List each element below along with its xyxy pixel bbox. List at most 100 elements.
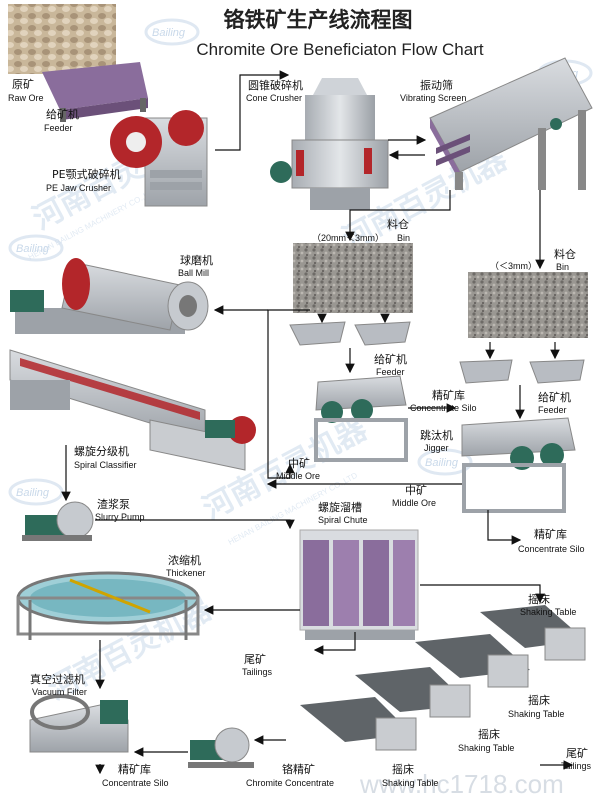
watermark-logo-1: Bailing bbox=[144, 18, 200, 46]
cone-crusher-en: Cone Crusher bbox=[246, 93, 302, 103]
concentrate-silo-1-zh: 精矿库 bbox=[432, 389, 465, 402]
concentrate-silo-1-en: Concentrate Silo bbox=[410, 403, 477, 413]
label-jaw-crusher: PE颚式破碎机 PE Jaw Crusher bbox=[46, 167, 121, 193]
title-zh: 铬铁矿生产线流程图 bbox=[224, 8, 413, 32]
bin-2-range: （＜3mm） bbox=[490, 261, 537, 271]
slurry-pump-en: Slurry Pump bbox=[95, 512, 145, 522]
shaking-table-4-zh: 摇床 bbox=[392, 762, 414, 776]
label-bin-2: 料仓 （＜3mm） Bin bbox=[490, 247, 576, 272]
bin-1-zh: 料仓 bbox=[387, 217, 409, 231]
label-spiral-classifier: 螺旋分级机 Spiral Classifier bbox=[74, 444, 137, 470]
shaking-table-1-en: Shaking Table bbox=[520, 607, 576, 617]
chrome-concentrate-en: Chromite Concentrate bbox=[246, 778, 334, 788]
ball-mill-zh: 球磨机 bbox=[180, 253, 213, 267]
shaking-table-1-zh: 摇床 bbox=[528, 592, 550, 606]
chrome-concentrate-zh: 铬精矿 bbox=[282, 762, 315, 776]
thickener-zh: 浓缩机 bbox=[168, 553, 201, 567]
vibrating-screen-machine bbox=[429, 57, 593, 190]
label-spiral-chute: 螺旋溜槽 Spiral Chute bbox=[318, 500, 368, 525]
shaking-table-2-en: Shaking Table bbox=[508, 709, 564, 719]
bin-1-gravel bbox=[293, 243, 413, 313]
label-shaking-table-1: 摇床 Shaking Table bbox=[520, 592, 576, 617]
label-slurry-pump: 渣浆泵 Slurry Pump bbox=[95, 497, 145, 522]
watermark-site: www.hc1718.com bbox=[359, 769, 564, 799]
label-middle-ore-2: 中矿 Middle Ore bbox=[392, 484, 436, 508]
feeder-3-en: Feeder bbox=[538, 405, 567, 415]
label-raw-ore: 原矿 Raw Ore bbox=[8, 78, 44, 103]
spiral-classifier-zh: 螺旋分级机 bbox=[74, 444, 129, 458]
label-tailings-2: 尾矿 Tailings bbox=[561, 747, 592, 771]
shaking-table-3-en: Shaking Table bbox=[458, 743, 514, 753]
feeder-3-zh: 给矿机 bbox=[538, 390, 571, 404]
tailings-2-en: Tailings bbox=[561, 761, 592, 771]
concentrate-silo-3-zh: 精矿库 bbox=[118, 763, 151, 776]
label-vibrating-screen: 振动筛 Vibrating Screen bbox=[400, 78, 466, 103]
spiral-chute-machine bbox=[299, 529, 419, 640]
watermark-logo-5: Bailing bbox=[417, 448, 473, 476]
label-shaking-table-3: 摇床 Shaking Table bbox=[458, 727, 514, 753]
thickener-machine bbox=[16, 571, 200, 640]
shaking-table-2-zh: 摇床 bbox=[528, 693, 550, 707]
spiral-chute-zh: 螺旋溜槽 bbox=[318, 500, 362, 514]
label-ball-mill: 球磨机 Ball Mill bbox=[178, 253, 213, 278]
tailings-2-zh: 尾矿 bbox=[566, 747, 588, 760]
jigger-en: Jigger bbox=[424, 443, 449, 453]
watermark-logo-text-3: Bailing bbox=[16, 487, 50, 499]
label-shaking-table-4: 摇床 Shaking Table bbox=[382, 762, 438, 788]
label-concentrate-silo-1: 精矿库 Concentrate Silo bbox=[410, 389, 477, 413]
thickener-en: Thickener bbox=[166, 568, 206, 578]
middle-ore-1-en: Middle Ore bbox=[276, 471, 320, 481]
shaking-table-3-zh: 摇床 bbox=[478, 727, 500, 741]
bin-1-en: Bin bbox=[397, 233, 410, 243]
label-vacuum-filter: 真空过滤机 Vacuum Filter bbox=[30, 672, 87, 697]
jaw-crusher-zh: PE颚式破碎机 bbox=[52, 167, 121, 181]
title-en: Chromite Ore Beneficiaton Flow Chart bbox=[196, 40, 484, 59]
label-chrome-concentrate: 铬精矿 Chromite Concentrate bbox=[246, 762, 334, 788]
concentrate-silo-3-en: Concentrate Silo bbox=[102, 778, 169, 788]
vibrating-screen-en: Vibrating Screen bbox=[400, 93, 466, 103]
shaking-table-2-machine bbox=[415, 634, 530, 688]
concentrate-silo-2-en: Concentrate Silo bbox=[518, 544, 585, 554]
raw-ore-image bbox=[8, 4, 116, 74]
label-bin-1: 料仓 （20mm＜3mm） Bin bbox=[312, 217, 410, 243]
flow-arrows bbox=[61, 70, 574, 775]
jigger-machine-2 bbox=[461, 417, 576, 513]
feeder-3-machine bbox=[459, 359, 585, 384]
middle-ore-2-en: Middle Ore bbox=[392, 498, 436, 508]
label-feeder-3: 给矿机 Feeder bbox=[538, 390, 571, 415]
slurry-pump-machine bbox=[22, 501, 94, 541]
vacuum-filter-machine bbox=[29, 694, 129, 753]
label-tailings-1: 尾矿 Tailings bbox=[242, 653, 273, 677]
label-concentrate-silo-3: 精矿库 Concentrate Silo bbox=[102, 763, 169, 788]
spiral-classifier-en: Spiral Classifier bbox=[74, 460, 137, 470]
tailings-1-zh: 尾矿 bbox=[244, 653, 266, 666]
ball-mill-machine bbox=[10, 258, 209, 334]
tailings-1-en: Tailings bbox=[242, 667, 273, 677]
label-jigger: 跳汰机 Jigger bbox=[420, 428, 453, 453]
jaw-crusher-en: PE Jaw Crusher bbox=[46, 183, 111, 193]
cone-crusher-machine bbox=[270, 78, 389, 210]
vibrating-screen-zh: 振动筛 bbox=[420, 78, 453, 92]
label-feeder-1: 给矿机 Feeder bbox=[44, 107, 79, 133]
label-concentrate-silo-2: 精矿库 Concentrate Silo bbox=[518, 528, 585, 554]
vacuum-filter-zh: 真空过滤机 bbox=[30, 672, 85, 686]
feeder-1-zh: 给矿机 bbox=[46, 107, 79, 121]
spiral-chute-en: Spiral Chute bbox=[318, 515, 368, 525]
bin-2-zh: 料仓 bbox=[554, 247, 576, 261]
feeder-2-en: Feeder bbox=[376, 367, 405, 377]
bin-2-gravel bbox=[468, 272, 588, 338]
watermark-logo-text-5: Bailing bbox=[425, 457, 459, 469]
shaking-table-4-en: Shaking Table bbox=[382, 778, 438, 788]
middle-ore-2-zh: 中矿 bbox=[405, 484, 427, 497]
raw-ore-en: Raw Ore bbox=[8, 93, 44, 103]
shaking-table-1-machine bbox=[480, 605, 586, 661]
feeder-2-machine bbox=[289, 321, 411, 346]
slurry-pump-zh: 渣浆泵 bbox=[97, 497, 130, 511]
vacuum-filter-en: Vacuum Filter bbox=[32, 687, 87, 697]
middle-ore-1-zh: 中矿 bbox=[288, 457, 310, 470]
concentrate-silo-2-zh: 精矿库 bbox=[534, 528, 567, 541]
cone-crusher-zh: 圆锥破碎机 bbox=[248, 78, 303, 92]
jigger-machine bbox=[314, 375, 408, 462]
spiral-classifier-machine bbox=[9, 349, 256, 471]
shaking-table-3-machine bbox=[355, 667, 471, 718]
